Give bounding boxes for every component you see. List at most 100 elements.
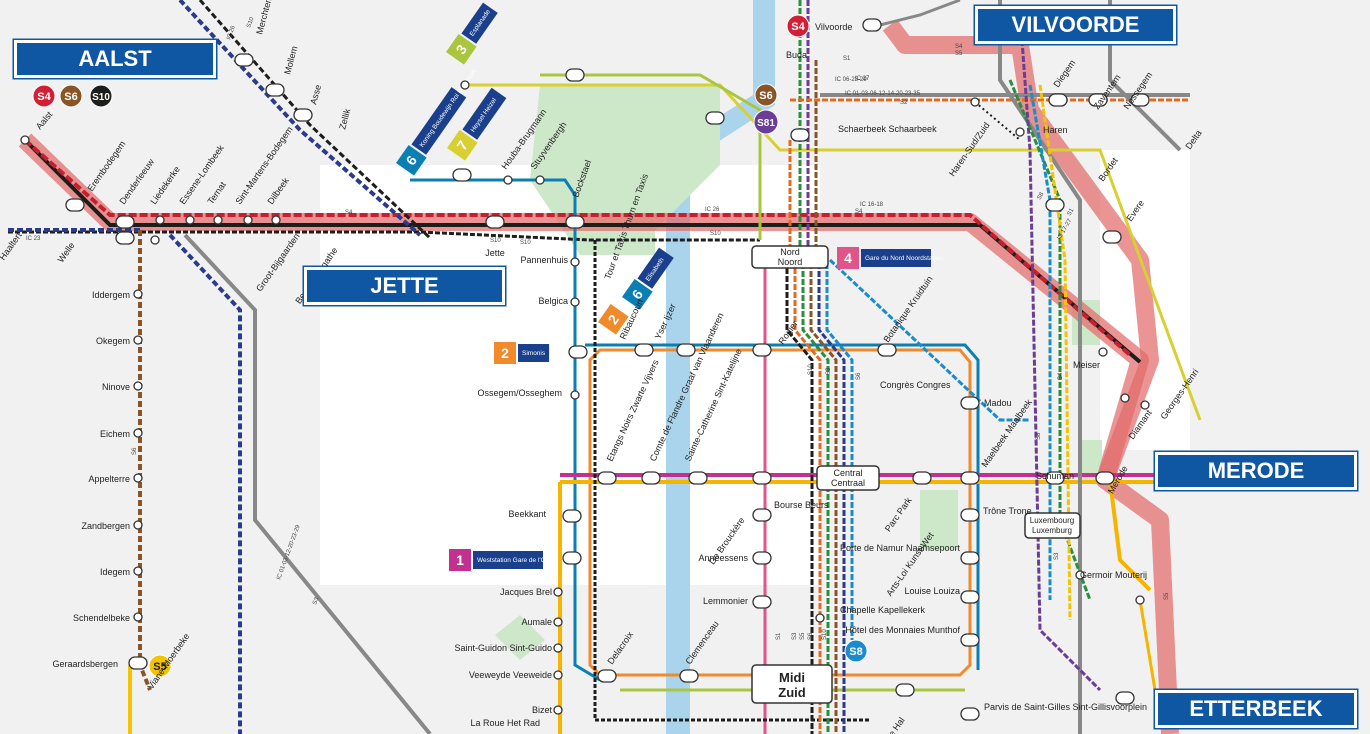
station-dot[interactable] [1135,595,1145,605]
station-pill[interactable] [234,53,254,67]
station-label-louise-louiza[interactable]: Louise Louiza [904,586,960,596]
station-pill[interactable] [565,215,585,229]
station-dot[interactable] [133,381,143,391]
station-label-pannenhuis[interactable]: Pannenhuis [520,255,568,265]
station-label-vilvoorde[interactable]: Vilvoorde [815,22,852,32]
station-label-porte-de-namur-naamsepoort[interactable]: Porte de Namur Naamsepoort [840,543,961,553]
station-pill[interactable] [485,215,505,229]
station-pill[interactable] [1045,198,1065,212]
station-pill[interactable] [1088,93,1108,107]
station-pill[interactable] [752,595,772,609]
station-label-idegem[interactable]: Idegem [100,567,130,577]
station-label-bourse-beurs[interactable]: Bourse Beurs [774,500,829,510]
station-dot[interactable] [1015,127,1025,137]
station-dot[interactable] [243,215,253,225]
station-pill[interactable] [752,471,772,485]
metro-stop-line-2[interactable]: 2 [598,303,629,335]
station-dot[interactable] [185,215,195,225]
station-pill[interactable] [752,551,772,565]
station-pill[interactable] [912,471,932,485]
station-label-eichem[interactable]: Eichem [100,429,130,439]
station-pill[interactable] [752,343,772,357]
station-label-beekkant[interactable]: Beekkant [508,509,546,519]
station-dot[interactable] [970,97,980,107]
station-label-chapelle-kapellekerk[interactable]: Chapelle Kapellekerk [840,605,926,615]
station-label-buda[interactable]: Buda [786,50,807,60]
station-label-schendelbeke[interactable]: Schendelbeke [73,613,130,623]
station-pill[interactable] [562,551,582,565]
station-label-saint-guidon-sint-guido[interactable]: Saint-Guidon Sint-Guido [454,643,552,653]
station-pill[interactable] [115,215,135,229]
station-dot[interactable] [553,670,563,680]
station-label-madou[interactable]: Madou [984,398,1012,408]
station-dot[interactable] [570,297,580,307]
station-dot[interactable] [1098,347,1108,357]
station-pill[interactable] [960,633,980,647]
station-pill[interactable] [705,111,725,125]
route-badge-s5[interactable]: S5 [148,654,172,678]
route-badge-s81[interactable]: S81 [753,109,779,135]
station-pill[interactable] [960,551,980,565]
station-label-belgica[interactable]: Belgica [538,296,568,306]
station-label-aumale[interactable]: Aumale [521,617,552,627]
station-label-bizet[interactable]: Bizet [532,705,553,715]
station-pill[interactable] [65,198,85,212]
hub-central[interactable]: Central Centraal [816,465,880,491]
station-pill[interactable] [752,508,772,522]
station-dot[interactable] [20,135,30,145]
station-dot[interactable] [133,473,143,483]
station-label-schaerbeek-schaarbeek[interactable]: Schaerbeek Schaarbeek [838,124,937,134]
station-pill[interactable] [676,343,696,357]
station-dot[interactable] [460,80,470,90]
station-pill[interactable] [688,471,708,485]
station-dot[interactable] [133,289,143,299]
station-dot[interactable] [133,566,143,576]
station-dot[interactable] [570,390,580,400]
station-pill[interactable] [597,471,617,485]
station-dot[interactable] [553,587,563,597]
station-pill[interactable] [293,108,313,122]
station-label-la-roue-het-rad[interactable]: La Roue Het Rad [470,718,540,728]
station-label-jacques-brel[interactable]: Jacques Brel [500,587,552,597]
station-dot[interactable] [133,520,143,530]
station-dot[interactable] [1120,393,1130,403]
station-pill[interactable] [960,590,980,604]
station-label-haren[interactable]: Haren [1043,125,1068,135]
station-pill[interactable] [452,168,472,182]
station-dot[interactable] [271,215,281,225]
route-badge-s4[interactable]: S4 [32,84,56,108]
station-pill[interactable] [265,83,285,97]
station-pill[interactable] [562,509,582,523]
station-dot[interactable] [150,235,160,245]
station-pill[interactable] [877,343,897,357]
station-dot[interactable] [553,617,563,627]
station-pill[interactable] [1048,93,1068,107]
station-label-geraardsbergen[interactable]: Geraardsbergen [52,659,118,669]
station-dot[interactable] [553,705,563,715]
station-pill[interactable] [115,231,135,245]
station-label-anneessens[interactable]: Anneessens [698,553,748,563]
station-label-congres-congres[interactable]: Congrès Congres [880,380,951,390]
station-pill[interactable] [960,508,980,522]
station-label-ninove[interactable]: Ninove [102,382,130,392]
station-pill[interactable] [1115,691,1135,705]
station-pill[interactable] [1045,471,1065,485]
route-badge-s8[interactable]: S8 [844,639,868,663]
station-pill[interactable] [960,396,980,410]
station-pill[interactable] [895,683,915,697]
station-dot[interactable] [155,215,165,225]
station-label-parvis-de-saint-gilles-sint-gillisvoorplein[interactable]: Parvis de Saint-Gilles Sint-Gillisvoorpl… [984,702,1147,712]
station-label-meiser[interactable]: Meiser [1073,360,1100,370]
station-dot[interactable] [815,613,825,623]
station-pill[interactable] [679,669,699,683]
station-dot[interactable] [133,428,143,438]
station-dot[interactable] [1140,400,1150,410]
station-label-appelterre[interactable]: Appelterre [88,474,130,484]
station-pill[interactable] [1095,471,1115,485]
station-pill[interactable] [960,707,980,721]
route-badge-s10[interactable]: S10 [89,84,113,108]
station-dot[interactable] [503,175,513,185]
station-dot[interactable] [570,257,580,267]
hub-luxembourg[interactable]: Luxembourg Luxemburg [1024,512,1081,539]
